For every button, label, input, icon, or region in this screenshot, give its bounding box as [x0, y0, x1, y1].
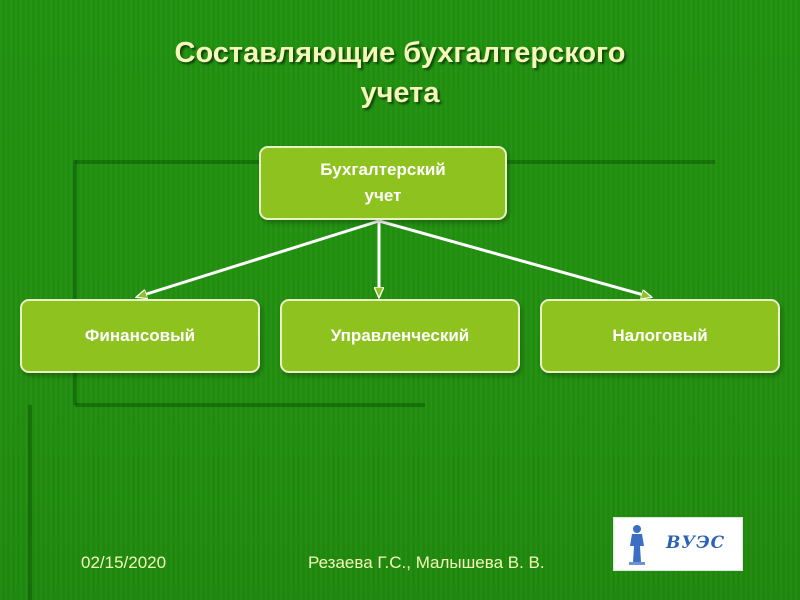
footer-date: 02/15/2020	[81, 553, 167, 572]
node-tax: Налоговый	[540, 299, 780, 373]
decorative-line-left	[73, 160, 77, 405]
decorative-line-middle	[75, 403, 425, 407]
statue-icon	[629, 525, 645, 565]
node-management: Управленческий	[280, 299, 520, 373]
node-financial: Финансовый	[20, 299, 260, 373]
root-node-accounting: Бухгалтерский учет	[259, 146, 507, 220]
arrow-to-tax	[378, 219, 651, 297]
slide-title: Составляющие бухгалтерского учета	[174, 37, 626, 109]
decorative-line-left-lower	[28, 405, 32, 600]
university-logo: ВУЭС	[613, 517, 743, 571]
arrow-to-financial	[137, 219, 380, 297]
logo-text: ВУЭС	[666, 533, 726, 553]
footer-authors: Резаева Г.С., Малышева В. В.	[308, 553, 545, 572]
